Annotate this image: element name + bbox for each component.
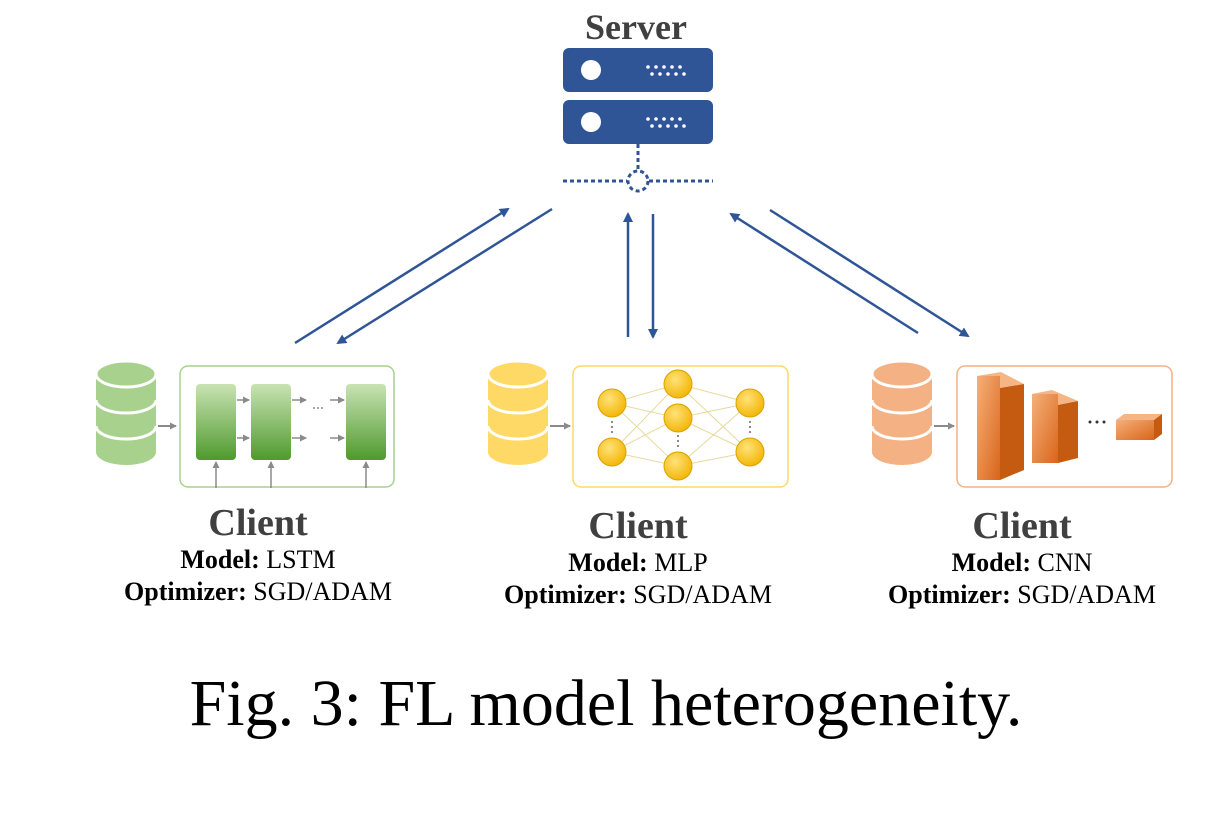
client-lstm: Client Model: LSTM Optimizer: SGD/ADAM	[78, 502, 438, 608]
client-model-line: Model: MLP	[458, 547, 818, 579]
model-key: Model:	[180, 545, 260, 574]
client-model-line: Model: LSTM	[78, 544, 438, 576]
optimizer-value: SGD/ADAM	[253, 577, 392, 606]
server-rack-icon	[563, 48, 713, 144]
network-connector-icon	[563, 144, 713, 193]
model-value: LSTM	[266, 545, 336, 574]
client-optimizer-line: Optimizer: SGD/ADAM	[78, 576, 438, 608]
model-value: CNN	[1037, 548, 1093, 577]
model-key: Model:	[568, 548, 648, 577]
optimizer-key: Optimizer:	[124, 577, 247, 606]
upload-arrow-left	[294, 207, 510, 345]
client-label: Client	[588, 505, 688, 547]
model-key: Model:	[951, 548, 1031, 577]
model-value: MLP	[654, 548, 708, 577]
figure-caption: Fig. 3: FL model heterogeneity.	[189, 667, 1023, 740]
client-mlp: Client Model: MLP Optimizer: SGD/ADAM	[458, 505, 818, 611]
database-icon-yellow	[486, 359, 550, 465]
database-icon-green	[94, 359, 158, 465]
optimizer-key: Optimizer:	[888, 580, 1011, 609]
client-model-line: Model: CNN	[842, 547, 1202, 579]
client-label: Client	[972, 505, 1072, 547]
download-arrow-right	[769, 208, 970, 338]
download-arrow-left	[336, 207, 553, 345]
client-label: Client	[208, 502, 308, 544]
client-optimizer-line: Optimizer: SGD/ADAM	[458, 579, 818, 611]
database-icon-orange	[870, 359, 934, 465]
optimizer-value: SGD/ADAM	[1017, 580, 1156, 609]
mlp-network-icon	[572, 365, 789, 488]
server-label: Server	[585, 7, 687, 47]
client-cnn: Client Model: CNN Optimizer: SGD/ADAM	[842, 505, 1202, 611]
client-optimizer-line: Optimizer: SGD/ADAM	[842, 579, 1202, 611]
cnn-blocks-icon	[956, 365, 1173, 488]
communication-arrows	[294, 207, 970, 345]
optimizer-key: Optimizer:	[504, 580, 627, 609]
optimizer-value: SGD/ADAM	[633, 580, 772, 609]
lstm-chain-icon	[179, 365, 395, 488]
upload-arrow-right	[729, 212, 919, 335]
